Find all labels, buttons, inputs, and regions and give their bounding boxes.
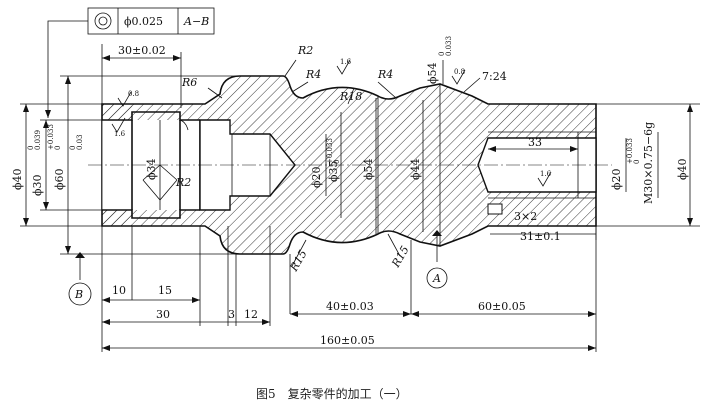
dim-33: 33	[528, 136, 542, 149]
dim-d20-right: ϕ20	[610, 169, 623, 191]
tolerance-datum: A−B	[183, 15, 209, 28]
dim-12: 12	[244, 308, 258, 321]
dim-r4-right: R4	[377, 68, 393, 81]
dim-r15-right: R15	[389, 244, 412, 271]
dimension-lines	[25, 57, 691, 349]
tol-d20-right: +0.0330	[626, 138, 641, 164]
dim-d30: ϕ30	[31, 175, 44, 197]
tol-d40-line: 0	[27, 146, 35, 150]
tol-d54-line: 0	[438, 52, 446, 56]
dim-d40-right: ϕ40	[676, 159, 689, 181]
dim-d54-top: ϕ54	[426, 63, 439, 85]
tol-d54-line2: 0.033	[445, 36, 453, 56]
tol-d30-line2: 0	[54, 146, 62, 150]
dim-60: 60±0.05	[478, 300, 526, 313]
dim-r6: R6	[181, 76, 197, 89]
tol-d54: 00.033	[438, 36, 453, 56]
rough-16-left: 1.6	[114, 130, 126, 138]
tol-d60-line: 0	[69, 146, 77, 150]
tol-d40: 00.039	[27, 130, 42, 150]
datum-b-label: B	[74, 288, 83, 301]
dim-d60: ϕ60	[53, 169, 66, 191]
dim-160: 160±0.05	[320, 334, 375, 347]
dim-r18: R18	[339, 90, 362, 103]
tol-d20-left: +0.0330	[326, 138, 341, 164]
dim-r4-left: R4	[305, 68, 321, 81]
dim-r2-top: R2	[297, 44, 313, 57]
dim-30-002: 30±0.02	[118, 44, 166, 57]
concentricity-icon	[94, 12, 112, 30]
rough-08-left: 0.8	[128, 90, 139, 98]
dim-d54-mid: ϕ54	[362, 159, 375, 181]
dim-d34: ϕ34	[145, 159, 158, 181]
dimension-texts: 30±0.02 R2 R4 R6 R4 R18 7:24 0.8 1.6 1.6…	[11, 44, 689, 347]
datum-b: B	[68, 282, 92, 306]
tolerance-value: ϕ0.025	[124, 15, 163, 28]
roughness-symbols	[111, 59, 552, 187]
dim-15: 15	[158, 284, 172, 297]
tol-d20-right-line2: 0	[633, 160, 641, 164]
tol-d30-line: +0.033	[47, 124, 55, 150]
tol-d20-right-line: +0.033	[626, 138, 634, 164]
dim-thread: M30×0.75−6g	[642, 122, 655, 204]
dim-3: 3	[228, 308, 235, 321]
rough-08-right: 0.8	[454, 68, 465, 76]
dim-d35: ϕ35	[327, 161, 340, 183]
tol-d60: 00.03	[69, 134, 84, 150]
dim-10: 10	[112, 284, 126, 297]
rough-16-thread: 1.6	[540, 170, 552, 178]
tolerance-frame: ϕ0.025 A−B	[45, 7, 215, 118]
tol-d40-line2: 0.039	[34, 130, 42, 150]
dim-d40: ϕ40	[11, 169, 24, 191]
extension-lines	[20, 44, 700, 352]
tolerance-stacks: 00.039 +0.0330 00.03 +0.0330 00.033 +0.0…	[27, 36, 641, 164]
datum-a: A	[426, 267, 448, 289]
datum-a-label: A	[432, 272, 441, 285]
dim-r2-bore: R2	[175, 176, 191, 189]
dim-31: 31±0.1	[520, 230, 561, 243]
arrowheads	[23, 55, 693, 351]
rough-16-top: 1.6	[340, 58, 352, 66]
figure-caption: 图5 复杂零件的加工（一）	[256, 386, 408, 401]
tol-d30: +0.0330	[47, 124, 62, 150]
dim-d20-left: ϕ20	[310, 167, 323, 189]
dim-40: 40±0.03	[326, 300, 374, 313]
dim-d44: ϕ44	[409, 159, 422, 181]
dim-taper: 7:24	[482, 70, 507, 83]
dim-groove: 3×2	[514, 210, 537, 223]
tol-d60-line2: 0.03	[76, 134, 84, 150]
tol-d20-left-line2: 0	[333, 160, 341, 164]
dim-30: 30	[156, 308, 170, 321]
tol-d20-left-line: +0.033	[326, 138, 334, 164]
